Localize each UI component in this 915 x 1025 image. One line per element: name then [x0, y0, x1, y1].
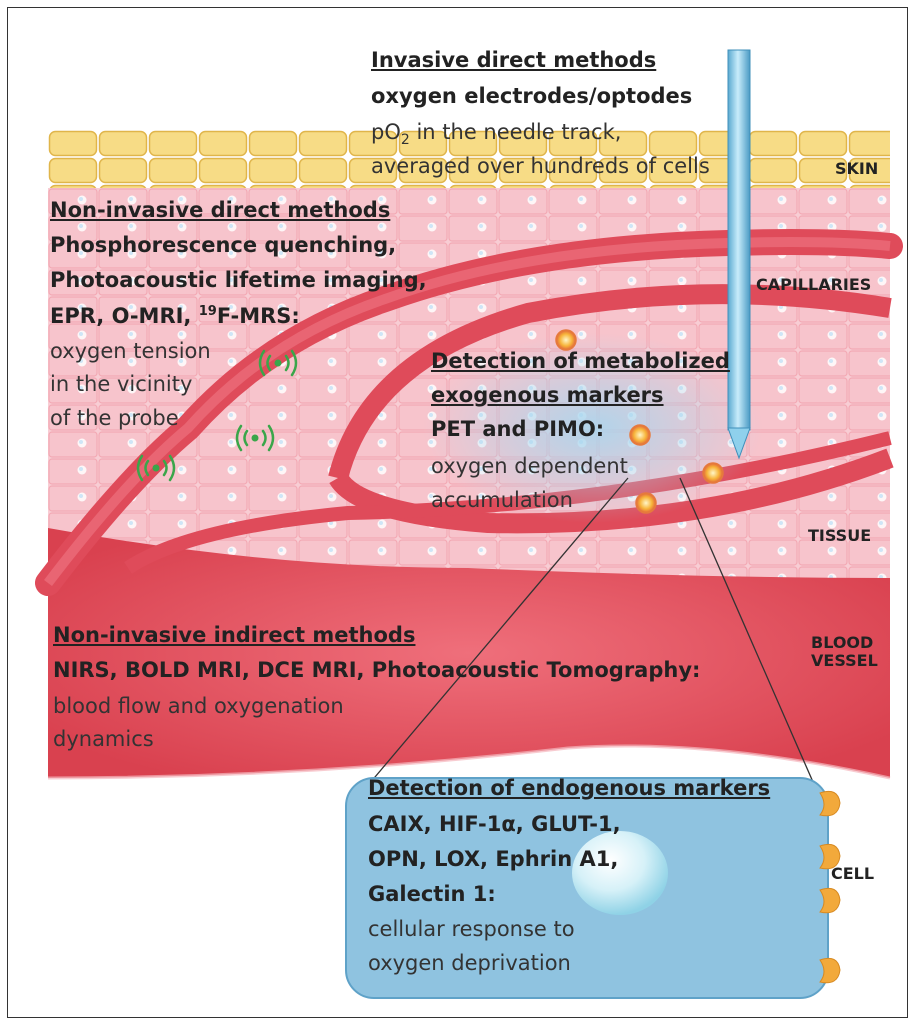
noninvasive-direct-line1: Phosphorescence quenching, [50, 235, 396, 256]
metabolized-desc2: accumulation [431, 490, 573, 511]
metabolized-desc1: oxygen dependent [431, 456, 628, 477]
label-capillaries: CAPILLARIES [756, 276, 871, 294]
label-blood: BLOOD [811, 634, 878, 652]
noninvasive-direct-heading: Non-invasive direct methods [50, 200, 390, 221]
metabolized-methods: PET and PIMO: [431, 419, 604, 440]
metabolized-heading-2: exogenous markers [431, 385, 664, 406]
endogenous-desc2: oxygen deprivation [368, 953, 571, 974]
label-blood-vessel: BLOOD VESSEL [811, 634, 878, 671]
label-cell: CELL [831, 865, 874, 883]
figure-frame: Invasive direct methods oxygen electrode… [7, 7, 908, 1018]
invasive-desc-line2: averaged over hundreds of cells [371, 156, 710, 177]
noninvasive-direct-line3: EPR, O-MRI, 19F-MRS: [50, 305, 300, 327]
invasive-heading: Invasive direct methods [371, 50, 656, 71]
noninvasive-indirect-desc1: blood flow and oxygenation [53, 696, 344, 717]
noninvasive-indirect-heading: Non-invasive indirect methods [53, 625, 415, 646]
noninvasive-direct-line2: Photoacoustic lifetime imaging, [50, 270, 427, 291]
noninvasive-direct-desc3: of the probe [50, 408, 179, 429]
endogenous-line2: OPN, LOX, Ephrin A1, [368, 849, 618, 870]
noninvasive-indirect-desc2: dynamics [53, 729, 154, 750]
label-vessel: VESSEL [811, 652, 878, 670]
noninvasive-direct-desc2: in the vicinity [50, 374, 192, 395]
label-tissue: TISSUE [808, 527, 871, 545]
endogenous-desc1: cellular response to [368, 919, 575, 940]
metabolized-heading-1: Detection of metabolized [431, 351, 730, 372]
invasive-methods: oxygen electrodes/optodes [371, 86, 692, 107]
endogenous-line3: Galectin 1: [368, 884, 496, 905]
endogenous-line1: CAIX, HIF-1α, GLUT-1, [368, 814, 621, 835]
noninvasive-indirect-methods: NIRS, BOLD MRI, DCE MRI, Photoacoustic T… [53, 660, 700, 681]
label-skin: SKIN [835, 160, 878, 178]
endogenous-heading: Detection of endogenous markers [368, 778, 770, 799]
invasive-desc-line1: pO2 in the needle track, [371, 122, 621, 147]
noninvasive-direct-desc1: oxygen tension [50, 341, 211, 362]
